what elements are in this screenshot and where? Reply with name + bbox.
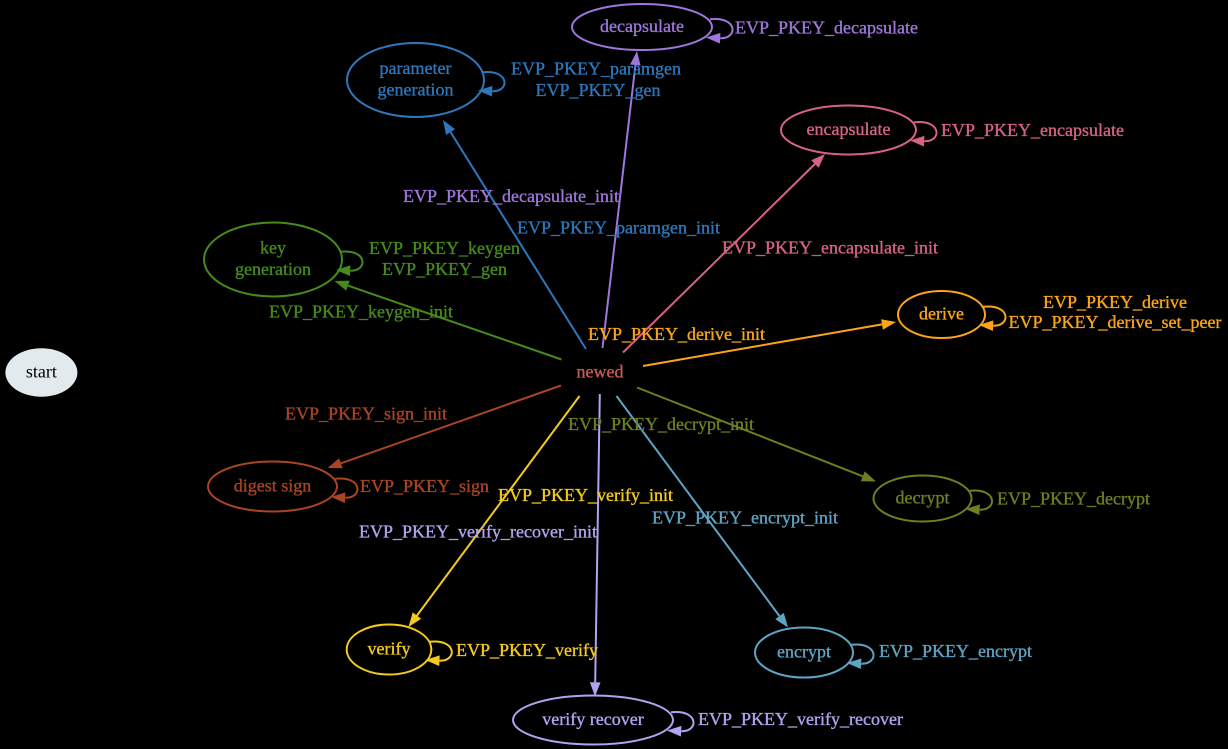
svg-text:decapsulate: decapsulate xyxy=(600,16,684,36)
svg-text:EVP_PKEY_encapsulate: EVP_PKEY_encapsulate xyxy=(941,120,1124,140)
svg-text:EVP_PKEY_sign: EVP_PKEY_sign xyxy=(360,476,489,496)
svg-text:EVP_PKEY_paramgen: EVP_PKEY_paramgen xyxy=(511,59,681,79)
svg-text:key: key xyxy=(260,238,286,258)
svg-text:encapsulate: encapsulate xyxy=(807,119,891,139)
svg-text:EVP_PKEY_derive_init: EVP_PKEY_derive_init xyxy=(588,324,765,344)
svg-text:EVP_PKEY_encapsulate_init: EVP_PKEY_encapsulate_init xyxy=(722,238,938,258)
svg-text:EVP_PKEY_gen: EVP_PKEY_gen xyxy=(382,259,507,279)
svg-text:EVP_PKEY_encrypt: EVP_PKEY_encrypt xyxy=(879,641,1032,661)
svg-text:EVP_PKEY_sign_init: EVP_PKEY_sign_init xyxy=(285,404,447,424)
svg-text:digest sign: digest sign xyxy=(234,475,312,495)
svg-text:EVP_PKEY_encrypt_init: EVP_PKEY_encrypt_init xyxy=(652,508,838,528)
svg-text:EVP_PKEY_keygen: EVP_PKEY_keygen xyxy=(369,238,520,258)
svg-text:start: start xyxy=(26,362,57,382)
svg-text:generation: generation xyxy=(378,80,454,100)
svg-text:newed: newed xyxy=(577,362,624,382)
svg-text:verify: verify xyxy=(368,638,411,658)
svg-text:EVP_PKEY_verify_recover_init: EVP_PKEY_verify_recover_init xyxy=(359,522,597,542)
svg-text:EVP_PKEY_keygen_init: EVP_PKEY_keygen_init xyxy=(269,302,453,322)
svg-text:verify recover: verify recover xyxy=(542,709,643,729)
svg-text:decrypt: decrypt xyxy=(896,487,950,507)
svg-text:encrypt: encrypt xyxy=(777,641,831,661)
svg-text:EVP_PKEY_decapsulate_init: EVP_PKEY_decapsulate_init xyxy=(403,186,619,206)
svg-text:EVP_PKEY_verify: EVP_PKEY_verify xyxy=(456,640,598,660)
svg-text:parameter: parameter xyxy=(380,58,452,78)
svg-text:EVP_PKEY_gen: EVP_PKEY_gen xyxy=(536,80,661,100)
svg-text:derive: derive xyxy=(919,303,964,323)
svg-text:generation: generation xyxy=(235,259,311,279)
svg-text:EVP_PKEY_decrypt_init: EVP_PKEY_decrypt_init xyxy=(568,414,754,434)
svg-text:EVP_PKEY_verify_init: EVP_PKEY_verify_init xyxy=(498,485,673,505)
svg-text:EVP_PKEY_derive: EVP_PKEY_derive xyxy=(1043,292,1187,312)
svg-text:EVP_PKEY_decrypt: EVP_PKEY_decrypt xyxy=(997,489,1150,509)
svg-text:EVP_PKEY_decapsulate: EVP_PKEY_decapsulate xyxy=(735,18,918,38)
svg-text:EVP_PKEY_derive_set_peer: EVP_PKEY_derive_set_peer xyxy=(1009,312,1222,332)
svg-text:EVP_PKEY_verify_recover: EVP_PKEY_verify_recover xyxy=(698,709,903,729)
svg-text:EVP_PKEY_paramgen_init: EVP_PKEY_paramgen_init xyxy=(517,218,720,238)
